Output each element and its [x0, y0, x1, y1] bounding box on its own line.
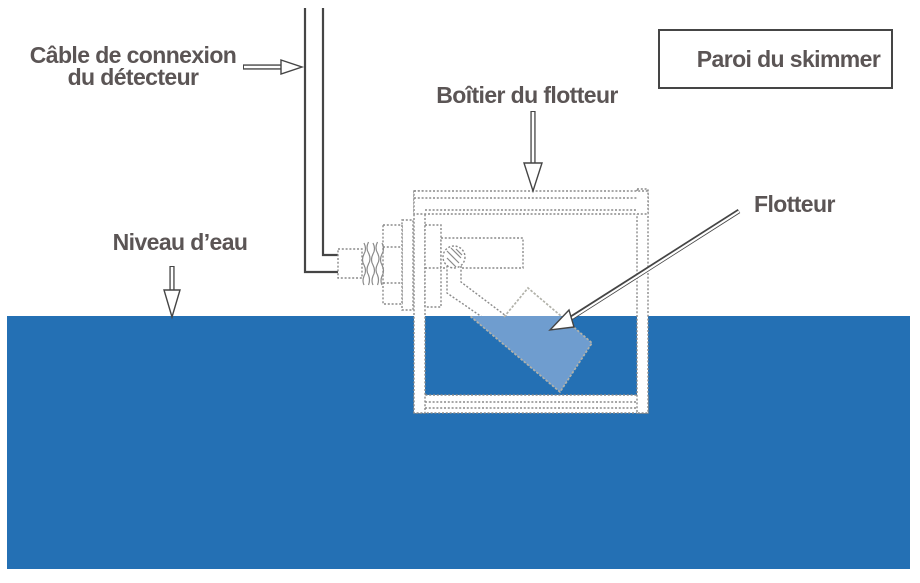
sensor-cylinder — [337, 248, 363, 279]
float-body-fill — [470, 316, 592, 392]
cable-label: Câble de connexion du détecteur — [10, 42, 256, 90]
detector-cable-outer-line — [303, 8, 338, 274]
float-housing-label: Boîtier du flotteur — [436, 82, 618, 108]
float-pointer-arrow — [548, 209, 741, 331]
skimmer-wall-label: Paroi du skimmer — [696, 45, 881, 72]
housing-arrow — [523, 111, 543, 194]
water-area — [7, 316, 910, 569]
cable-arrow — [243, 59, 305, 75]
gland-flange — [401, 219, 414, 311]
float-label: Flotteur — [754, 191, 835, 217]
gland-hex-nut — [382, 224, 403, 305]
cable-label-line2: du détecteur — [67, 64, 199, 90]
cable-label-line1: Câble de connexion — [29, 42, 237, 68]
housing-top-bar — [413, 190, 649, 215]
housing-bottom-bar — [413, 394, 649, 414]
housing-left-wall — [413, 190, 426, 414]
detector-cable-inner-line — [321, 8, 338, 257]
housing-right-wall — [636, 188, 649, 414]
skimmer-wall-box: Paroi du skimmer — [658, 29, 893, 89]
hinge-pivot — [442, 245, 466, 269]
water-level-arrow — [163, 266, 181, 320]
inner-body — [424, 224, 442, 308]
water-level-label: Niveau d’eau — [112, 229, 248, 255]
gland-threads — [361, 241, 385, 286]
